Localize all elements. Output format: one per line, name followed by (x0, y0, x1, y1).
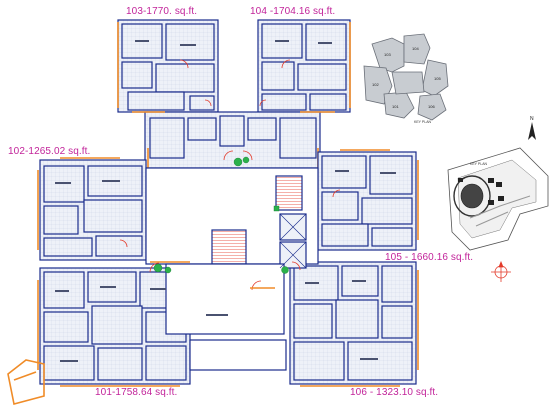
block-key-plan-numbers: 103 104 102 105 101 106 (372, 46, 441, 109)
svg-text:N: N (530, 116, 534, 122)
svg-text:106: 106 (428, 104, 435, 109)
door-markers-top (179, 59, 291, 107)
unit-105-plan (317, 151, 417, 251)
door-markers-center (119, 150, 341, 291)
unit-102-area-label: 102-1265.02 sq.ft. (8, 146, 91, 157)
north-arrow-icon: N (528, 116, 536, 140)
balconies-top (117, 22, 351, 168)
lift-shafts (279, 213, 307, 269)
balconies-perimeter (37, 149, 419, 387)
site-key-plan (447, 147, 549, 251)
unit-104-plan (257, 19, 351, 113)
green-markers (153, 156, 289, 274)
unit-104-area-label: 104 -1704.16 sq.ft. (250, 6, 336, 17)
unit-101-area-label: 101-1758.64 sq.ft. (95, 387, 178, 398)
central-core (145, 167, 319, 371)
site-key-plan-caption: KEY PLAN (470, 162, 488, 166)
unit-102-plan (39, 159, 147, 261)
svg-text:104: 104 (412, 46, 419, 51)
outdoor-deck (7, 359, 45, 405)
svg-text:103: 103 (384, 52, 391, 57)
block-key-plan (363, 33, 449, 121)
block-key-plan-caption: KEY PLAN (414, 120, 432, 124)
compass-icon (491, 260, 511, 282)
svg-text:101: 101 (392, 104, 399, 109)
unit-103-plan (117, 19, 219, 113)
svg-text:105: 105 (434, 76, 441, 81)
svg-text:102: 102 (372, 82, 379, 87)
unit-103-area-label: 103-1770. sq.ft. (126, 6, 198, 17)
unit-105-area-label: 105 - 1660.16 sq.ft. (385, 252, 474, 263)
unit-106-area-label: 106 - 1323.10 sq.ft. (350, 387, 439, 398)
upper-core (144, 111, 321, 169)
room-label-marks (55, 40, 396, 362)
